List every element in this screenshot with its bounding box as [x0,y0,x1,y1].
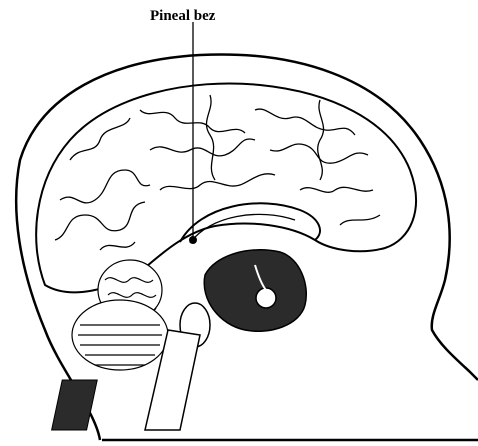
brainstem-dark-region [204,250,306,332]
pineal-gland-dot [189,236,197,244]
pituitary-circle [256,288,276,308]
spinal-cord-dark [52,380,98,430]
